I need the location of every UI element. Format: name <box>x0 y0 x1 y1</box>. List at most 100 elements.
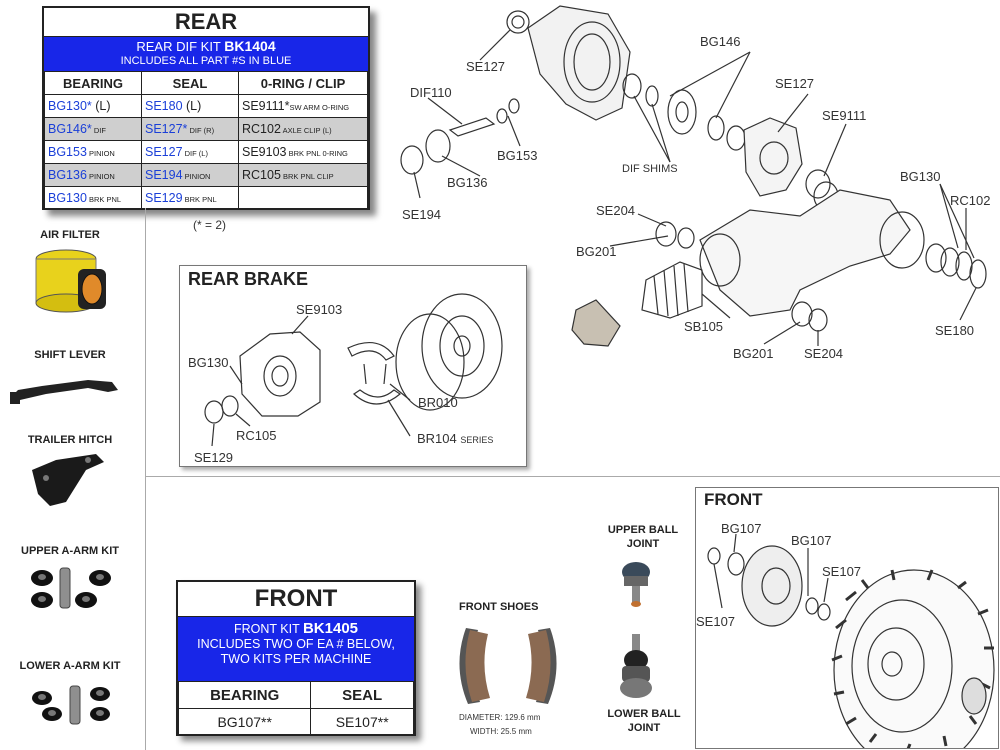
col-header-seal: SEAL <box>141 71 239 95</box>
clip-note: AXLE CLIP (L) <box>280 126 332 135</box>
clip-part: SE9111* <box>242 99 290 113</box>
label-se107-b: SE107 <box>696 614 736 629</box>
table-row: BG153 PINION SE127 DIF (L) SE9103 BRK PN… <box>44 140 368 164</box>
sidebar-item-air-filter[interactable]: AIR FILTER <box>40 229 100 241</box>
col-header-oring-clip: 0-RING / CLIP <box>238 71 368 95</box>
label-bg201-left: BG201 <box>576 244 617 259</box>
bearing-part: BG153 <box>48 145 87 159</box>
clip-part: SE9103 <box>242 145 287 159</box>
clip-note: BRK PNL 0-RING <box>286 149 348 158</box>
label-br010: BR010 <box>418 395 458 410</box>
label-se107-a: SE107 <box>822 564 862 579</box>
rear-table-title: REAR <box>44 8 368 37</box>
seal-part: SE127 <box>145 145 183 159</box>
rear-kit-label: REAR DIF KIT <box>136 39 225 54</box>
clip-part: RC105 <box>242 168 281 182</box>
br104-note: SERIES <box>460 435 494 445</box>
label-se9111: SE9111 <box>822 108 867 123</box>
col-header-seal: SEAL <box>310 681 414 709</box>
label-bg153: BG153 <box>497 148 538 163</box>
upper-ball-joint-icon <box>622 562 650 607</box>
label-bg136: BG136 <box>447 175 488 190</box>
front-wheel-diagram <box>707 533 995 748</box>
front-hub-box: FRONT BG107 BG107 SE107 SE107 <box>695 487 999 749</box>
label-bg201-bottom: BG201 <box>733 346 774 361</box>
label-bg107-b: BG107 <box>791 533 832 548</box>
front-kit-number: BK1405 <box>302 620 359 637</box>
bearing-part: BG130* <box>48 99 92 113</box>
sidebar-item-trailer-hitch[interactable]: TRAILER HITCH <box>27 434 113 446</box>
front-shoes-width: WIDTH: 25.5 mm <box>470 727 532 736</box>
upper-ball-joint-line2: JOINT <box>626 538 660 550</box>
bearing-part: BG146* <box>48 122 92 136</box>
rear-kit-number: BK1404 <box>224 38 276 54</box>
seal-note: (L) <box>182 99 202 113</box>
section-divider <box>145 476 1000 477</box>
sidebar-item-lower-a-arm-kit[interactable]: LOWER A-ARM KIT <box>19 660 121 672</box>
seal-note: DIF (L) <box>182 149 208 158</box>
lower-ball-joint-icon <box>620 634 652 698</box>
label-se194: SE194 <box>402 207 442 222</box>
front-kit-includes: INCLUDES TWO OF EA # BELOW, <box>197 637 395 651</box>
rear-parts-grid: BEARING SEAL 0-RING / CLIP BG130* (L) SE… <box>44 71 368 210</box>
brake-shoes-icon <box>459 628 557 704</box>
bearing-note: DIF <box>91 126 106 135</box>
seal-part: SE180 <box>145 99 183 113</box>
clip-part: RC102 <box>242 122 281 136</box>
label-brake-bg130: BG130 <box>188 355 229 370</box>
bearing-part: BG130 <box>48 191 87 205</box>
upper-a-arm-bushings-icon <box>31 567 111 609</box>
front-shoes-diameter: DIAMETER: 129.6 mm <box>459 713 541 722</box>
rear-kit-includes: INCLUDES ALL PART #S IN BLUE <box>120 55 292 67</box>
front-table-title: FRONT <box>178 582 414 617</box>
seal-note: PINION <box>182 172 211 181</box>
bearing-note: PINION <box>86 149 115 158</box>
col-header-bearing: BEARING <box>177 681 312 709</box>
front-parts-grid: BEARING SEAL BG107** SE107** <box>177 681 414 736</box>
br104-part: BR104 <box>417 431 457 446</box>
rear-differential-diagram <box>400 5 987 347</box>
table-row: BG130 BRK PNL SE129 BRK PNL <box>44 186 368 210</box>
seal-note: DIF (R) <box>187 126 215 135</box>
upper-ball-joint-line1: UPPER BALL <box>607 524 679 536</box>
rear-brake-diagram <box>204 293 503 447</box>
front-kit-label: FRONT KIT <box>233 622 303 636</box>
label-dif110: DIF110 <box>410 85 452 100</box>
label-rc102: RC102 <box>950 193 991 208</box>
table-row: BG130* (L) SE180 (L) SE9111*SW ARM O-RIN… <box>44 94 368 118</box>
bearing-part: BG136 <box>48 168 87 182</box>
front-seal-part: SE107** <box>310 708 414 736</box>
label-bg146: BG146 <box>700 34 741 49</box>
sidebar-item-shift-lever[interactable]: SHIFT LEVER <box>34 349 106 361</box>
label-se127-top: SE127 <box>466 59 506 74</box>
front-bearing-part: BG107** <box>177 708 312 736</box>
label-bg130: BG130 <box>900 169 941 184</box>
label-bg107-a: BG107 <box>721 521 762 536</box>
bearing-note: (L) <box>91 99 111 113</box>
clip-note: BRK PNL CLIP <box>280 172 334 181</box>
table-row: BG136 PINION SE194 PINION RC105 BRK PNL … <box>44 163 368 187</box>
rear-kit-table: REAR REAR DIF KIT BK1404 INCLUDES ALL PA… <box>42 6 370 210</box>
label-se204-top: SE204 <box>596 203 636 218</box>
label-rc105: RC105 <box>236 428 277 443</box>
clip-note: SW ARM O-RING <box>289 103 350 112</box>
upper-ball-joint-label: UPPER BALL JOINT <box>598 523 688 551</box>
lower-ball-joint-label: LOWER BALL JOINT <box>594 707 694 735</box>
sidebar-divider <box>145 208 146 750</box>
seal-part: SE129 <box>145 191 183 205</box>
front-hub-title: FRONT <box>704 490 763 509</box>
label-dif-shims: DIF SHIMS <box>622 163 678 175</box>
lower-ball-joint-line1: LOWER BALL <box>607 708 681 720</box>
label-sb105: SB105 <box>684 319 724 334</box>
lower-ball-joint-line2: JOINT <box>627 722 661 734</box>
front-kit-table: FRONT FRONT KIT BK1405 INCLUDES TWO OF E… <box>176 580 416 736</box>
label-se127-right: SE127 <box>775 76 815 91</box>
bearing-note: BRK PNL <box>86 195 122 204</box>
air-filter-icon <box>35 249 106 313</box>
table-row: BG107** SE107** <box>177 708 414 736</box>
seal-note: BRK PNL <box>182 195 217 204</box>
bearing-note: PINION <box>86 172 115 181</box>
sidebar-item-upper-a-arm-kit[interactable]: UPPER A-ARM KIT <box>21 545 119 557</box>
table-row: BG146* DIF SE127* DIF (R) RC102 AXLE CLI… <box>44 117 368 141</box>
front-kit-per-machine: TWO KITS PER MACHINE <box>220 652 372 666</box>
